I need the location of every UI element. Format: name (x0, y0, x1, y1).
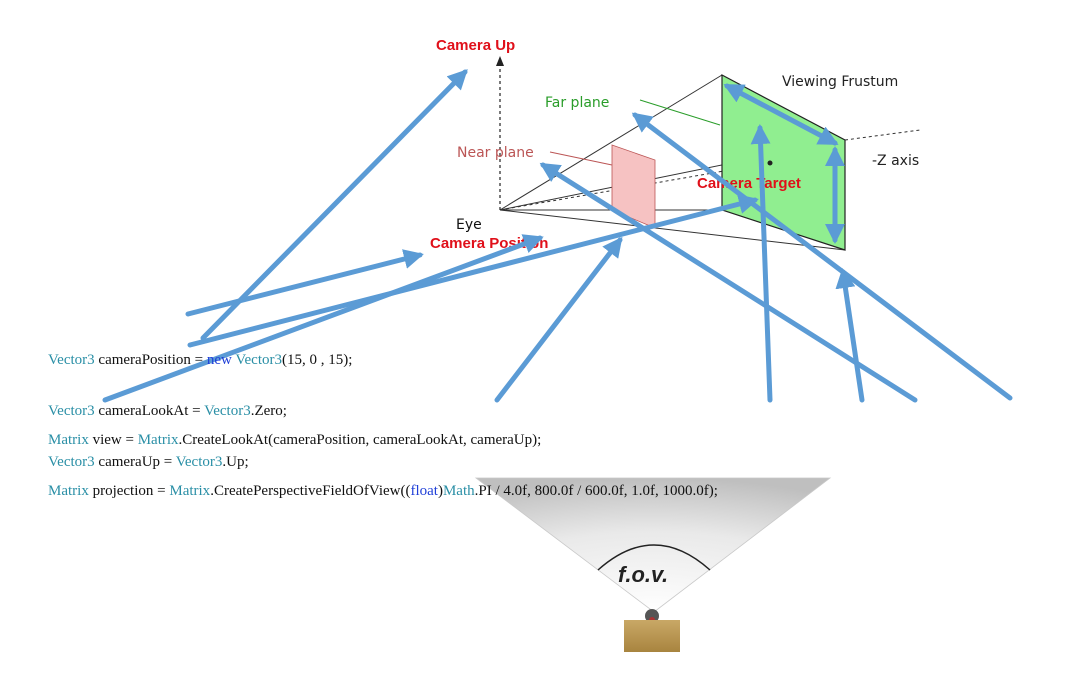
z-axis-label: -Z axis (872, 153, 919, 169)
camera-code-block-1: Vector3 cameraPosition = new Vector3(15,… (48, 318, 352, 488)
arrow-fov-to-bottom (835, 268, 865, 403)
arrow-far-plane-top-width (723, 83, 839, 146)
arrow-far-to-far-plane (631, 112, 1013, 401)
arrow-view-to-near-plane (494, 236, 623, 403)
camera-target-dot (767, 160, 773, 166)
fov-arc (597, 544, 711, 571)
arrow-position-to-camera-position (185, 249, 424, 317)
camera-box-icon (624, 620, 680, 652)
arrow-aspect-to-far-plane (750, 124, 773, 403)
code-line-projection-matrix: Matrix projection = Matrix.CreatePerspec… (48, 483, 718, 499)
camera-lens (645, 609, 659, 623)
far-plane-label: Far plane (545, 95, 609, 111)
near-plane-leader (549, 151, 613, 166)
arrow-lookat-to-target (187, 194, 759, 348)
fov-illustration: f.o.v. (474, 477, 832, 652)
arrow-view-to-camera-position (102, 234, 544, 403)
code-line-camera-up: Vector3 cameraUp = Vector3.Up; (48, 454, 249, 470)
camera-up-label: Camera Up (436, 37, 515, 54)
code-line-view-matrix: Matrix view = Matrix.CreateLookAt(camera… (48, 432, 542, 448)
camera-up-axis (496, 56, 504, 210)
eye-label: Eye (456, 217, 482, 233)
near-plane-label: Near plane (457, 145, 534, 161)
annotation-arrows (102, 69, 1013, 403)
camera-target-label: Camera Target (697, 175, 801, 192)
viewing-frustum-label: Viewing Frustum (782, 74, 898, 90)
far-plane-leader (639, 99, 721, 126)
fov-label: f.o.v. (618, 562, 668, 587)
code-line-camera-lookat: Vector3 cameraLookAt = Vector3.Zero; (48, 403, 287, 419)
code-line-camera-position: Vector3 cameraPosition = new Vector3(15,… (48, 352, 353, 368)
arrow-up-to-camera-up (200, 69, 468, 341)
arrow-near-to-near-plane (539, 162, 918, 403)
camera-code-block-2: Matrix view = Matrix.CreateLookAt(camera… (48, 398, 718, 517)
far-plane-rect (721, 74, 846, 251)
